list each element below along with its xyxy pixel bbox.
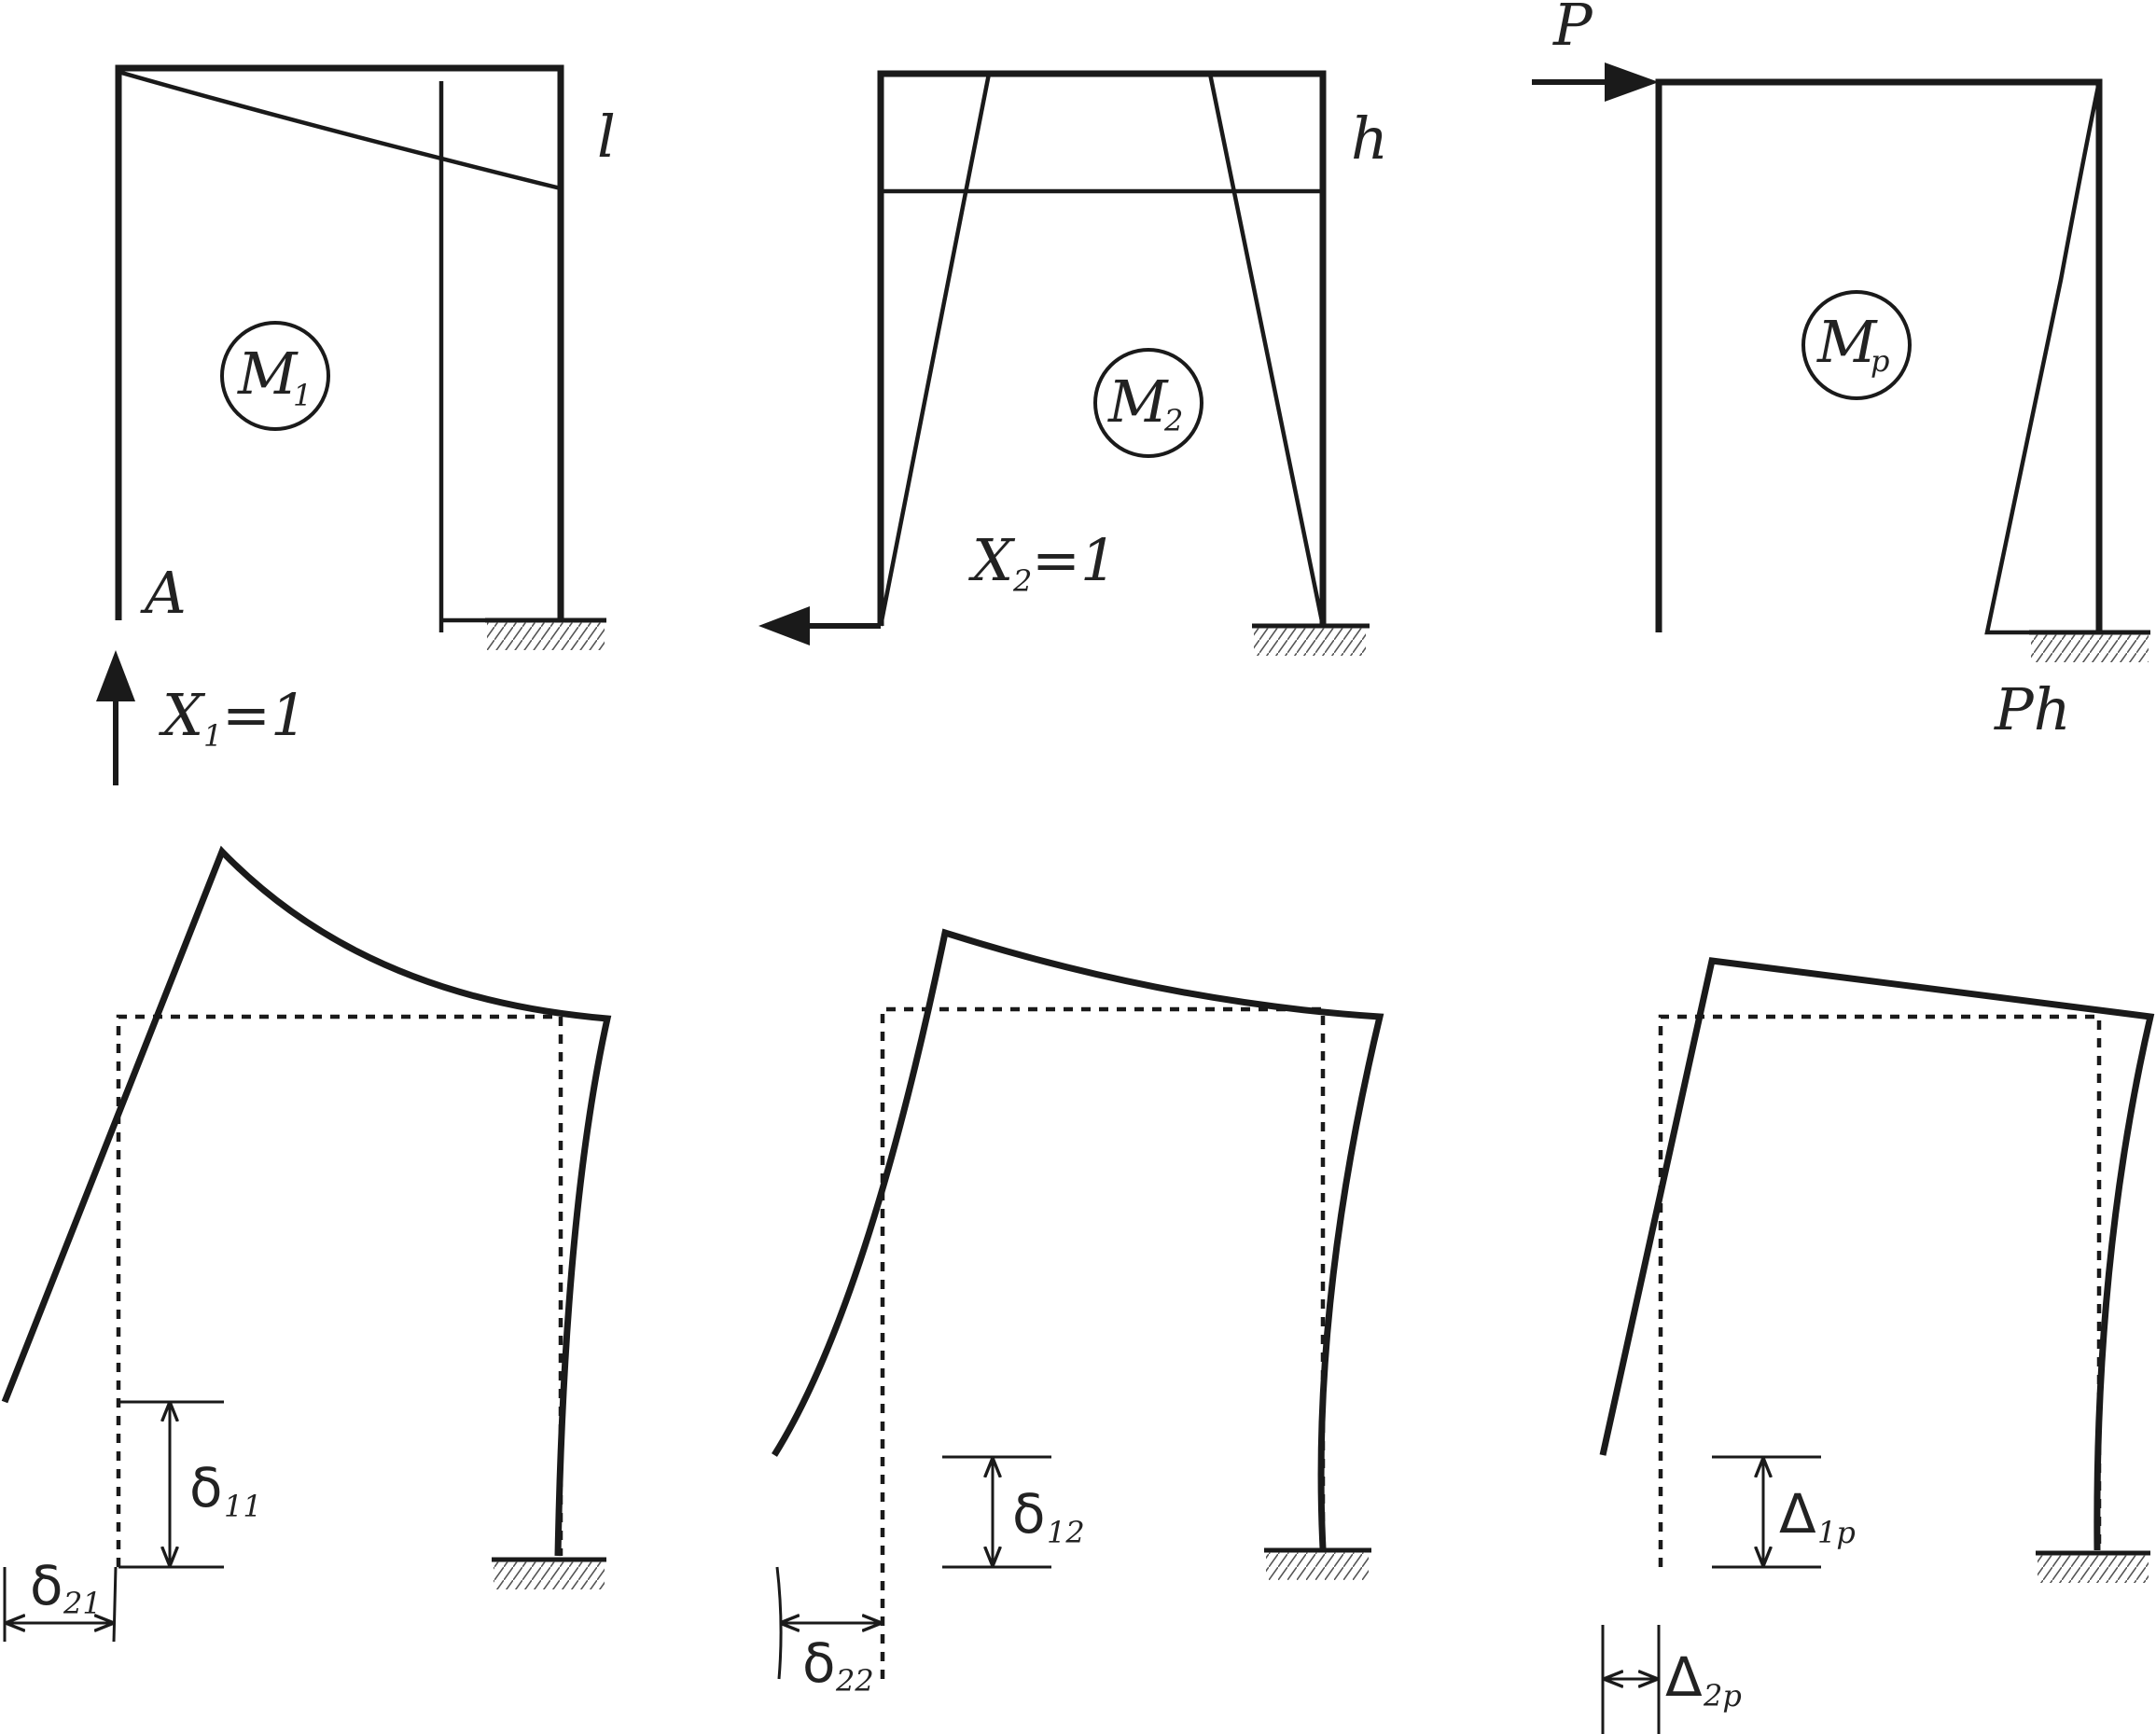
m1-moment-beam	[118, 69, 562, 191]
ph-label: Ph	[1994, 675, 2071, 743]
def1-deformed	[1, 845, 612, 1557]
panel-def1: δ 11 δ 21	[1, 845, 612, 1643]
mp-moment	[1984, 81, 2102, 635]
m1-label-l: l	[597, 103, 616, 171]
d21-ext-right	[112, 1566, 118, 1643]
frame-mp	[1655, 78, 2103, 632]
support-hatch-mp	[2031, 634, 2149, 662]
m2-circle-sub: 2	[1163, 403, 1183, 438]
panel-m2: M 2 h X 2 =1	[758, 70, 1388, 656]
support-hatch-def2	[1266, 1552, 1369, 1580]
m2-label-h: h	[1351, 104, 1388, 173]
def3-deformed	[1599, 957, 2155, 1551]
x2-sub: 2	[1012, 563, 1032, 599]
panel-mp: M p P Ph	[1532, 0, 2150, 743]
support-hatch-m1	[487, 622, 605, 650]
support-hatch-def1	[494, 1561, 605, 1589]
x2-arrow-head	[758, 606, 810, 645]
mp-circle-label: M	[1816, 308, 1878, 376]
d21-sym: δ	[30, 1554, 63, 1617]
d12-sub: 12	[1047, 1515, 1085, 1550]
x2-label: X	[968, 526, 1016, 594]
d1p-sub: 1p	[1817, 1515, 1856, 1550]
m2-circle	[1093, 348, 1203, 458]
x1-arrow-head	[96, 650, 135, 701]
m2-moment-left	[878, 73, 992, 627]
support-hatch-def3	[2038, 1555, 2149, 1583]
d22-ext-left	[775, 1566, 783, 1680]
d2p-sym: Δ	[1665, 1645, 1703, 1709]
x1-label: X	[159, 681, 206, 749]
m1-circle-sub: 1	[293, 378, 312, 413]
def2-original	[880, 1006, 1326, 1679]
d12-sym: δ	[1012, 1482, 1046, 1546]
m1-circle	[220, 321, 330, 431]
def1-original	[116, 1014, 563, 1567]
m2-moment-right	[1207, 73, 1326, 627]
d2p-sub: 2p	[1703, 1678, 1742, 1713]
p-label: P	[1552, 0, 1593, 59]
d21-sub: 21	[63, 1586, 102, 1621]
frame-m2	[877, 70, 1327, 626]
def2-deformed	[772, 928, 1384, 1549]
def3-original	[1658, 1014, 2102, 1567]
panel-def2: δ 12 δ 22	[772, 928, 1384, 1699]
mp-circle-sub: p	[1871, 343, 1889, 379]
m1-circle-label: M	[237, 340, 299, 408]
m1-label-a: A	[140, 559, 187, 627]
frame-m1	[115, 64, 564, 620]
d22-sub: 22	[835, 1663, 874, 1699]
panel-m1: M 1 l A X 1 =1	[96, 64, 616, 785]
x2-eq: =1	[1032, 526, 1117, 594]
d1p-sym: Δ	[1779, 1482, 1816, 1546]
d11-sub: 11	[224, 1489, 262, 1524]
d22-sym: δ	[802, 1631, 836, 1695]
x1-eq: =1	[222, 681, 307, 749]
p-arrow-head	[1605, 62, 1659, 102]
m2-circle-label: M	[1107, 368, 1169, 436]
panel-def3: Δ 1p Δ 2p	[1599, 957, 2155, 1734]
mp-circle	[1801, 290, 1912, 400]
support-hatch-m2	[1254, 628, 1366, 656]
d11-sym: δ	[189, 1456, 223, 1519]
x1-sub: 1	[203, 718, 222, 754]
